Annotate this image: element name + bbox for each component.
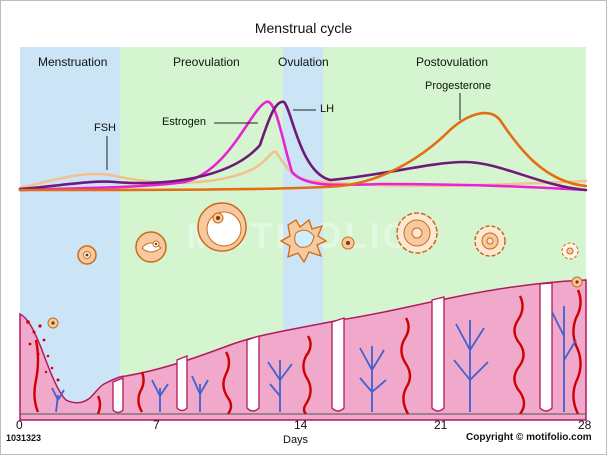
day-tick-7: 7 (153, 418, 160, 432)
phase-label-menstruation: Menstruation (38, 55, 108, 69)
corpus-luteum-mid (474, 225, 506, 257)
phase-label-postovulation: Postovulation (416, 55, 489, 69)
primary-follicle (77, 245, 97, 265)
gland-crypts (112, 282, 553, 414)
diagram-title: Menstrual cycle (254, 20, 353, 36)
phase-label-preovulation: Preovulation (173, 55, 240, 69)
day-tick-0: 0 (16, 418, 23, 432)
menstrual-blood-drops (26, 320, 60, 382)
day-tick-14: 14 (294, 418, 308, 432)
lh-label: LH (320, 103, 335, 115)
endometrium (19, 276, 587, 421)
phase-label-ovulation: Ovulation (278, 55, 329, 69)
blood-vessels (33, 289, 582, 415)
fsh-curve (18, 150, 588, 190)
ovum-right (571, 276, 583, 288)
progesterone-curve (18, 111, 588, 192)
hormone-curves (18, 100, 588, 192)
copyright-notice: Copyright © motifolio.com (466, 432, 592, 443)
lh-curve (18, 100, 588, 192)
day-tick-21: 21 (434, 418, 448, 432)
figure-id: 1031323 (6, 433, 42, 443)
corpus-albicans (561, 242, 579, 260)
estrogen-label: Estrogen (162, 116, 207, 128)
day-tick-28: 28 (578, 418, 592, 432)
ruptured-follicle (279, 218, 328, 264)
estrogen-curve (18, 100, 588, 192)
follicle-row (77, 202, 579, 265)
corpus-luteum-early (396, 212, 438, 254)
x-axis-label: Days (283, 434, 309, 446)
released-ovum (341, 236, 355, 250)
ovum-left (47, 317, 59, 329)
progesterone-label: Progesterone (425, 80, 492, 92)
secondary-follicle (135, 231, 167, 263)
spiral-arteries (51, 306, 577, 413)
label-leaders (106, 93, 461, 170)
mature-follicle (197, 202, 247, 252)
fsh-label: FSH (94, 122, 116, 134)
